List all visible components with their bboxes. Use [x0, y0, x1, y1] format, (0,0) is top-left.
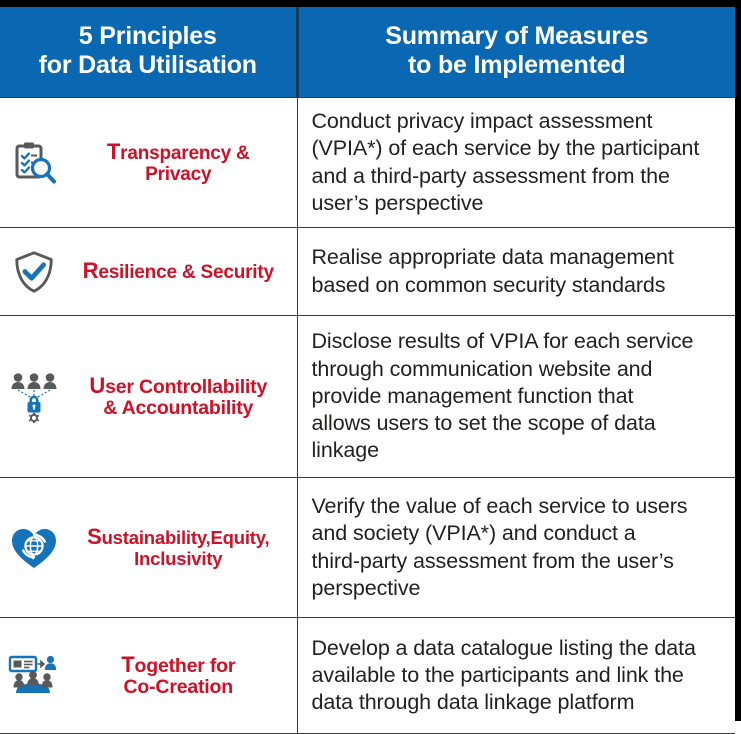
principle-label-line1: Together for: [121, 651, 236, 677]
measure-line: based on common security standards: [311, 272, 666, 297]
header-principles-line1: 5 Principles: [78, 21, 217, 50]
measure-line: Develop a data catalogue listing the dat…: [311, 635, 696, 660]
principle-label-line1: Sustainability,Equity,: [87, 524, 270, 550]
measure-line: Disclose results of VPIA for each servic…: [311, 329, 694, 354]
header-measures-line2: to be Implemented: [408, 51, 626, 79]
measure-text: Realise appropriate data management base…: [312, 244, 730, 299]
principle-label: Sustainability,Equity, Inclusivity: [66, 525, 291, 570]
principle-cell-resilience-security: Resilience & Security: [0, 227, 298, 316]
principle-cell-transparency-privacy: Transparency & Privacy: [0, 97, 298, 228]
measure-line: data through data linkage platform: [311, 690, 635, 715]
measure-text: Disclose results of VPIA for each servic…: [312, 328, 730, 464]
heart-globe-recycle-icon: [8, 522, 60, 574]
measure-line: and society (VPIA*) and conduct a: [311, 521, 636, 546]
principles-table: 5 Principles for Data Utilisation Summar…: [0, 7, 735, 734]
principle-label-line2: & Accountability: [103, 397, 254, 419]
table-row: User Controllability & Accountability Di…: [0, 315, 735, 478]
measure-line: user’s perspective: [311, 190, 484, 215]
measure-cell-user-controllability: Disclose results of VPIA for each servic…: [296, 315, 735, 478]
users-lock-gear-icon: [8, 371, 60, 423]
table-row: Transparency & Privacy Conduct privacy i…: [0, 97, 735, 228]
principle-label-line1: Transparency &: [106, 138, 250, 164]
table-header: 5 Principles for Data Utilisation Summar…: [0, 7, 735, 98]
measure-line: Realise appropriate data management: [311, 245, 674, 270]
principle-label: User Controllability & Accountability: [66, 372, 291, 420]
principle-label-line2: Co-Creation: [123, 676, 234, 698]
header-cell-measures: Summary of Measures to be Implemented: [297, 7, 735, 98]
measure-cell-resilience-security: Realise appropriate data management base…: [296, 227, 735, 316]
principle-label-line2: Privacy: [145, 163, 212, 185]
measure-line: provide management function that: [311, 383, 634, 408]
shield-check-icon: [8, 246, 60, 298]
measure-line: linkage: [311, 438, 380, 463]
measure-line: through communication website and: [311, 356, 653, 381]
table-row: Sustainability,Equity, Inclusivity Verif…: [0, 477, 735, 618]
table-body: Transparency & Privacy Conduct privacy i…: [0, 97, 735, 734]
principle-label: Together for Co-Creation: [66, 651, 291, 699]
measure-line: perspective: [311, 575, 421, 600]
measure-line: available to the participants and link t…: [311, 662, 684, 687]
measure-line: and a third-party assessment from the: [311, 163, 670, 188]
measure-text: Verify the value of each service to user…: [312, 493, 730, 602]
clipboard-magnifier-icon: [8, 137, 60, 189]
header-cell-principles: 5 Principles for Data Utilisation: [0, 7, 299, 98]
principle-label-line1: User Controllability: [89, 372, 268, 398]
measure-line: Conduct privacy impact assessment: [311, 108, 653, 133]
measure-line: (VPIA*) of each service by the participa…: [311, 136, 700, 161]
principle-label: Transparency & Privacy: [66, 138, 291, 186]
principle-cell-user-controllability: User Controllability & Accountability: [0, 315, 298, 478]
measure-cell-sustainability: Verify the value of each service to user…: [296, 477, 735, 618]
principle-label-line2: Inclusivity: [134, 548, 223, 570]
collaboration-meeting-icon: [8, 650, 60, 702]
table-row: Together for Co-Creation Develop a data …: [0, 617, 735, 734]
measure-cell-transparency-privacy: Conduct privacy impact assessment (VPIA*…: [296, 97, 735, 228]
principle-label: Resilience & Security: [66, 258, 291, 284]
principle-cell-sustainability: Sustainability,Equity, Inclusivity: [0, 477, 298, 618]
principle-label-line1: Resilience & Security: [82, 258, 274, 284]
principle-cell-co-creation: Together for Co-Creation: [0, 617, 298, 734]
measure-line: third-party assessment from the user’s: [311, 548, 674, 573]
measure-text: Conduct privacy impact assessment (VPIA*…: [312, 108, 730, 217]
header-principles-line2: for Data Utilisation: [38, 51, 257, 79]
table-row: Resilience & Security Realise appropriat…: [0, 227, 735, 316]
header-row: 5 Principles for Data Utilisation Summar…: [0, 7, 735, 98]
measure-cell-co-creation: Develop a data catalogue listing the dat…: [296, 617, 735, 734]
measure-line: allows users to set the scope of data: [311, 411, 656, 436]
header-measures-line1: Summary of Measures: [385, 21, 649, 50]
measure-line: Verify the value of each service to user…: [311, 493, 688, 518]
measure-text: Develop a data catalogue listing the dat…: [312, 635, 730, 717]
